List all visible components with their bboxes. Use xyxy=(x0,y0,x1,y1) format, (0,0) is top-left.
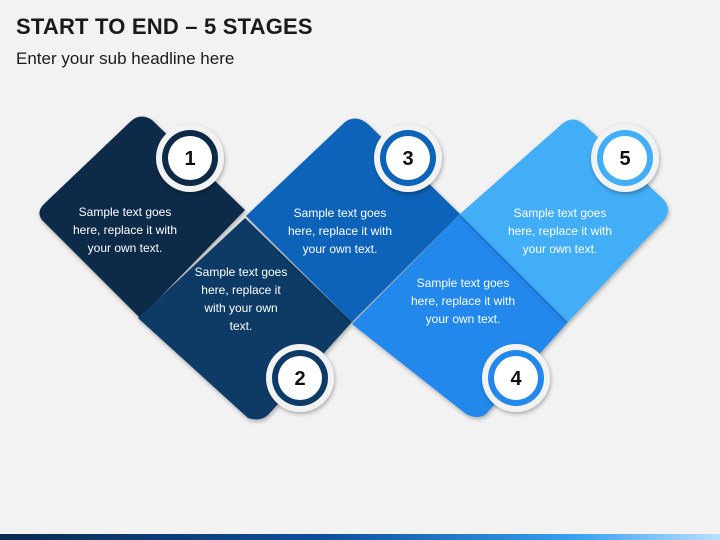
stage-2-number: 2 xyxy=(294,368,305,390)
stage-1-number: 1 xyxy=(184,148,195,170)
stage-4-text: Sample text goes here, replace it with y… xyxy=(410,276,516,326)
stage-1-text: Sample text goes here, replace it with y… xyxy=(72,205,178,255)
stage-5-badge xyxy=(591,124,659,192)
stage-2-badge xyxy=(266,344,334,412)
stage-3-text: Sample text goes here, replace it with y… xyxy=(287,206,393,256)
stage-1-badge xyxy=(156,124,224,192)
stage-5-number: 5 xyxy=(619,148,630,170)
stage-4-badge xyxy=(482,344,550,412)
stage-5-text: Sample text goes here, replace it with y… xyxy=(507,206,613,256)
slide-title: START TO END – 5 STAGES xyxy=(16,14,313,39)
stage-3-badge xyxy=(374,124,442,192)
slide-subtitle: Enter your sub headline here xyxy=(16,49,235,68)
stage-4-number: 4 xyxy=(510,368,522,390)
bottom-accent-bar xyxy=(0,534,720,540)
stage-3-number: 3 xyxy=(402,148,413,170)
stage-2-text: Sample text goes here, replace it with y… xyxy=(194,265,288,333)
